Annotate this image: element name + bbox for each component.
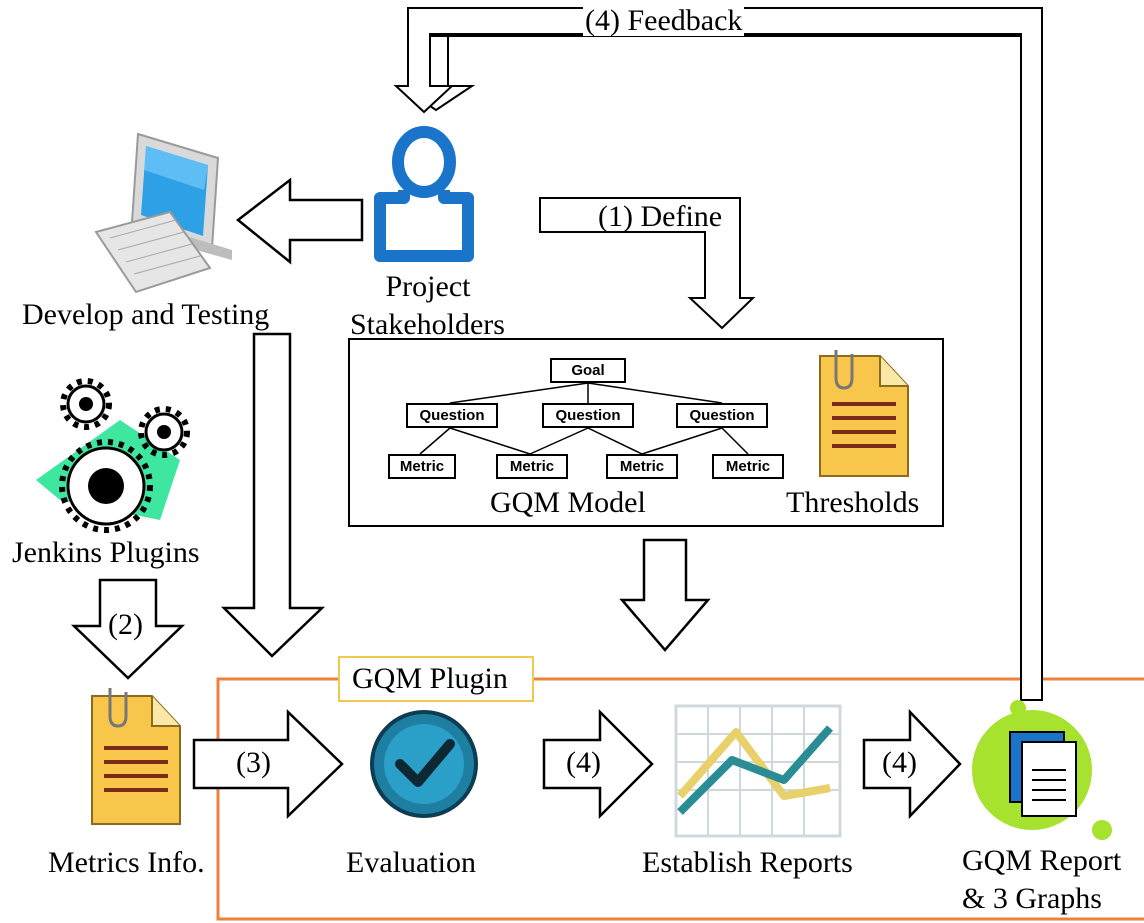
gqm-report-icon: [972, 700, 1112, 840]
stakeholders-label-line2: Stakeholders: [350, 308, 505, 341]
establish-reports-label: Establish Reports: [642, 846, 853, 879]
gqm-model-label: GQM Model: [490, 486, 646, 519]
develop-down-arrow: [220, 332, 326, 658]
define-label: (1) Define: [598, 200, 723, 233]
gqm-metric-box: Metric: [388, 454, 456, 479]
reports-chart-icon: [674, 704, 842, 838]
define-arrow: [539, 197, 756, 330]
metrics-info-label: Metrics Info.: [48, 846, 205, 879]
gqm-question-label: Question: [555, 407, 621, 424]
gqm-metric-label: Metric: [509, 458, 555, 475]
step4a-label: (4): [566, 746, 601, 779]
arrow-step4-a: [542, 708, 654, 820]
gqm-metric-box: Metric: [712, 454, 784, 479]
gqm-question-label: Question: [689, 407, 755, 424]
jenkins-plugins-label: Jenkins Plugins: [12, 536, 200, 569]
gqm-question-box: Question: [542, 403, 634, 428]
feedback-arrow-shape: [393, 7, 1043, 701]
step4b-label: (4): [882, 746, 917, 779]
thresholds-label: Thresholds: [786, 486, 920, 519]
metrics-document-icon: [91, 688, 181, 825]
gqm-goal-box: Goal: [550, 358, 626, 383]
stakeholders-label-line1: Project: [385, 270, 471, 303]
arrow-step4-b: [862, 708, 962, 820]
gqm-report-label-line2: & 3 Graphs: [962, 882, 1102, 915]
evaluation-label: Evaluation: [346, 846, 476, 879]
feedback-label: (4) Feedback: [583, 4, 745, 37]
gqm-metric-label: Metric: [725, 458, 771, 475]
arrow-step3: [192, 709, 344, 819]
gqm-metric-label: Metric: [619, 458, 665, 475]
step3-label: (3): [236, 746, 271, 779]
gqm-metric-box: Metric: [496, 454, 568, 479]
gqm-question-box: Question: [406, 403, 498, 428]
gqm-plugin-label: GQM Plugin: [352, 662, 508, 695]
model-down-arrow: [619, 538, 711, 652]
gqm-plugin-label-box: [338, 656, 534, 702]
person-icon: [374, 126, 474, 262]
evaluation-check-icon: [370, 710, 478, 818]
gqm-metric-label: Metric: [399, 458, 445, 475]
gqm-report-label-line1: GQM Report: [962, 844, 1122, 877]
thresholds-document-icon: [819, 350, 909, 477]
gqm-metric-box: Metric: [606, 454, 678, 479]
computer-icon: [94, 132, 232, 294]
gqm-plugin-border: [216, 677, 1144, 921]
step2-label: (2): [108, 608, 143, 641]
arrow-to-develop: [235, 177, 364, 265]
gqm-question-box: Question: [676, 403, 768, 428]
gears-icon: [36, 378, 190, 533]
gqm-tree-lines: [419, 382, 749, 455]
jenkins-down-arrow: [70, 578, 186, 680]
gqm-question-label: Question: [419, 407, 485, 424]
gqm-goal-label: Goal: [571, 362, 605, 379]
develop-testing-label: Develop and Testing: [22, 298, 270, 331]
